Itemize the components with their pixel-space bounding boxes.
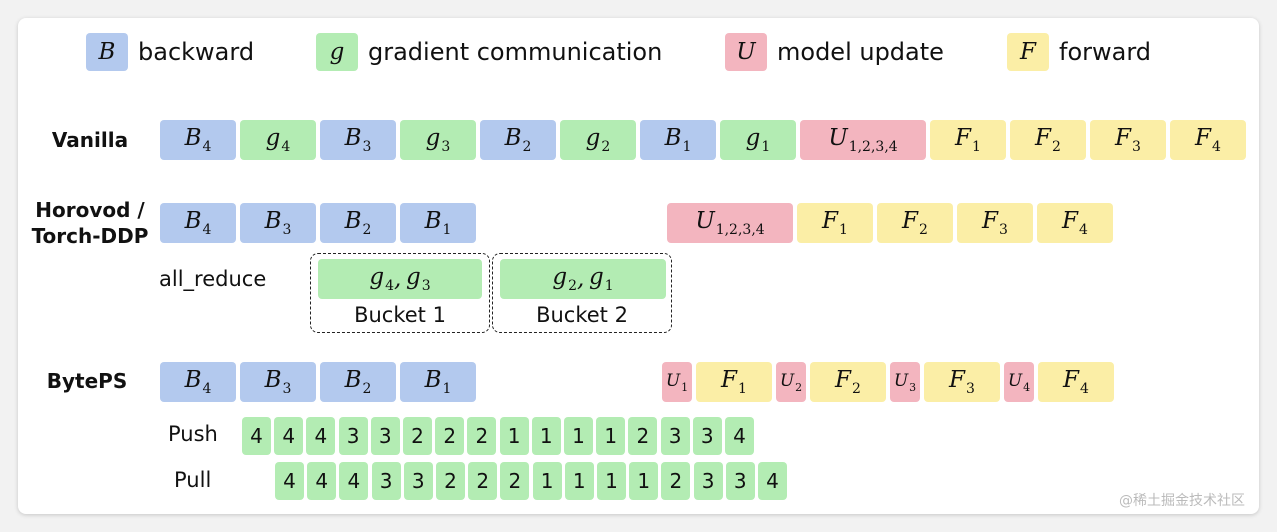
push-block: 2 xyxy=(403,417,432,455)
watermark: @稀土掘金技术社区 xyxy=(1119,493,1245,509)
bucket-2-comm-block: g2, g1 xyxy=(500,259,666,299)
vanilla-block: g2 xyxy=(560,120,636,160)
byteps-update-block: F1 xyxy=(696,362,772,402)
pull-block: 4 xyxy=(758,462,787,500)
legend-swatch-model-update: U xyxy=(725,33,767,71)
vanilla-block: g3 xyxy=(400,120,476,160)
row-label-horovod: Horovod / Torch-DDP xyxy=(20,197,160,249)
all-reduce-label: all_reduce xyxy=(159,267,267,291)
push-block: 3 xyxy=(692,417,722,455)
push-block: 4 xyxy=(725,417,754,455)
push-block: 2 xyxy=(435,417,465,455)
legend-swatch-backward: B xyxy=(86,33,128,71)
vanilla-block: B4 xyxy=(160,120,236,160)
push-block: 3 xyxy=(660,417,690,455)
horovod-update-block: F2 xyxy=(877,203,953,243)
pull-block: 1 xyxy=(629,462,659,500)
byteps-update-block: F4 xyxy=(1038,362,1114,402)
push-block: 3 xyxy=(338,417,368,455)
vanilla-block: U1,2,3,4 xyxy=(800,120,926,160)
pull-block: 4 xyxy=(307,462,337,500)
legend-swatch-gradient-communication: g xyxy=(316,33,358,71)
horovod-backward-block: B4 xyxy=(160,203,236,243)
byteps-backward-block: B4 xyxy=(160,362,236,402)
legend-label-gradient-communication: gradient communication xyxy=(368,38,663,66)
push-block: 1 xyxy=(531,417,561,455)
push-block: 1 xyxy=(499,417,529,455)
push-block: 2 xyxy=(467,417,497,455)
bucket-2-frame xyxy=(492,253,672,333)
pull-block: 2 xyxy=(661,462,691,500)
bucket-1-label: Bucket 1 xyxy=(354,303,446,327)
legend-label-model-update: model update xyxy=(777,38,944,66)
bucket-1-comm-block: g4, g3 xyxy=(318,259,482,299)
horovod-backward-block: B1 xyxy=(400,203,476,243)
horovod-update-block: F3 xyxy=(957,203,1033,243)
legend-label-forward: forward xyxy=(1059,38,1152,66)
push-block: 4 xyxy=(274,417,304,455)
byteps-update-block: F3 xyxy=(924,362,1000,402)
vanilla-block: B1 xyxy=(640,120,716,160)
vanilla-block: B2 xyxy=(480,120,556,160)
push-block: 3 xyxy=(370,417,400,455)
row-label-horovod-line2: Torch-DDP xyxy=(31,224,149,248)
push-label: Push xyxy=(168,422,218,446)
horovod-update-block: F4 xyxy=(1037,203,1113,243)
horovod-backward-block: B3 xyxy=(240,203,316,243)
push-block: 2 xyxy=(628,417,658,455)
horovod-update-block: F1 xyxy=(797,203,873,243)
bucket-1-frame xyxy=(310,253,490,333)
pull-block: 2 xyxy=(500,462,530,500)
pull-block: 2 xyxy=(468,462,498,500)
push-block: 1 xyxy=(564,417,593,455)
byteps-backward-block: B1 xyxy=(400,362,476,402)
vanilla-block: F4 xyxy=(1170,120,1246,160)
vanilla-block: F1 xyxy=(930,120,1006,160)
pull-block: 3 xyxy=(403,462,433,500)
horovod-backward-block: B2 xyxy=(320,203,396,243)
vanilla-block: F2 xyxy=(1010,120,1086,160)
byteps-update-block: U4 xyxy=(1004,362,1034,402)
pull-block: 1 xyxy=(564,462,594,500)
pull-label: Pull xyxy=(174,468,212,492)
vanilla-block: F3 xyxy=(1090,120,1166,160)
horovod-update-block: U1,2,3,4 xyxy=(667,203,793,243)
byteps-update-block: U3 xyxy=(890,362,920,402)
row-label-vanilla: Vanilla xyxy=(51,128,129,152)
pull-block: 3 xyxy=(693,462,723,500)
pull-block: 3 xyxy=(371,462,401,500)
bucket-2-label: Bucket 2 xyxy=(536,303,628,327)
pull-block: 2 xyxy=(436,462,465,500)
row-label-byteps: BytePS xyxy=(46,369,128,393)
pull-block: 1 xyxy=(532,462,562,500)
byteps-update-block: U1 xyxy=(662,362,692,402)
vanilla-block: g1 xyxy=(720,120,796,160)
vanilla-block: g4 xyxy=(240,120,316,160)
legend-label-backward: backward xyxy=(138,38,255,66)
byteps-backward-block: B3 xyxy=(240,362,316,402)
pull-block: 4 xyxy=(339,462,369,500)
push-block: 1 xyxy=(596,417,626,455)
byteps-update-block: F2 xyxy=(810,362,886,402)
row-label-horovod-line1: Horovod / xyxy=(35,198,145,222)
pull-block: 1 xyxy=(597,462,626,500)
push-block: 4 xyxy=(306,417,336,455)
vanilla-block: B3 xyxy=(320,120,396,160)
legend-swatch-forward: F xyxy=(1007,33,1049,71)
pull-block: 3 xyxy=(725,462,755,500)
byteps-backward-block: B2 xyxy=(320,362,396,402)
pull-block: 4 xyxy=(275,462,304,500)
byteps-update-block: U2 xyxy=(776,362,806,402)
push-block: 4 xyxy=(242,417,271,455)
